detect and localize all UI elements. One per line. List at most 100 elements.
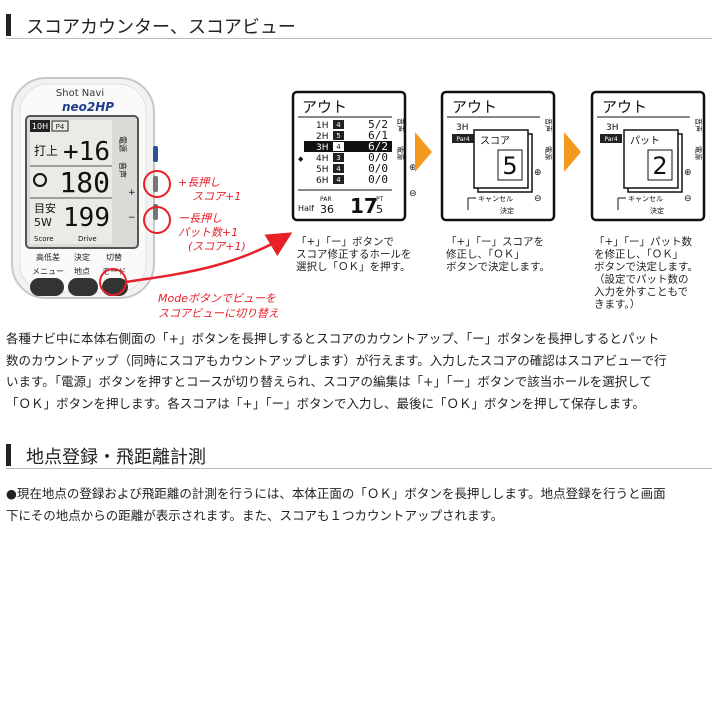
hole-score: 6/1	[368, 129, 388, 142]
screen-side-label: 電源	[396, 146, 405, 160]
score-value: 5	[502, 152, 517, 180]
half-label: Half	[298, 204, 314, 213]
par-value: 5	[336, 132, 340, 140]
device-row-label: 打上	[34, 144, 58, 158]
screen-side-label: 電源	[544, 146, 553, 160]
caption-line: 修正し、「ＯＫ」	[446, 248, 525, 261]
par-badge	[333, 153, 344, 162]
screen-side-label: 音声	[396, 118, 405, 132]
screen-side-label: 音声	[694, 118, 703, 132]
minus-annotation: (スコア+1)	[188, 240, 246, 253]
hole-score: 0/0	[368, 173, 388, 186]
mode-annotation: Modeボタンでビューを	[158, 292, 276, 305]
screen-minus: ⊖	[684, 194, 692, 204]
device-row-value: +16	[63, 137, 110, 167]
caption-line: 「+」「ー」スコアを	[446, 236, 544, 248]
screen-side-label: 音声	[544, 118, 553, 132]
screen-minus: ⊖	[409, 189, 417, 199]
putt-box-label: パット	[630, 135, 660, 147]
score-description: 各種ナビ中に本体右側面の「+」ボタンを長押しするとスコアのカウントアップ、「ー」…	[6, 328, 712, 414]
device-button-label: 決定	[74, 252, 90, 262]
screen-title: アウト	[452, 98, 497, 116]
par-value: 36	[320, 203, 334, 216]
strokes-total: 17	[350, 194, 378, 218]
paragraph-line: います。「電源」ボタンを押すとコースが切り替えられ、スコアの編集は「+」「ー」ボ…	[6, 374, 652, 389]
cancel-label: キャンセル	[628, 195, 663, 203]
par-badge	[333, 175, 344, 184]
paragraph-line: 数のカウントアップ（同時にスコアもカウントアップします）が行えます。入力したスコ…	[6, 352, 667, 368]
device-row-value: 180	[59, 166, 110, 199]
paragraph-line: ●現在地点の登録および飛距離の計測を行うには、本体正面の「ＯＫ」ボタンを長押しし…	[6, 486, 666, 501]
score-edit-screen: アウト 3H Par4 スコア 5 キャンセル 決定 音声 電源 ⊕ ⊖	[440, 90, 556, 222]
minus-annotation: パット数+1	[178, 226, 238, 239]
device-row-sub: 5W	[34, 216, 52, 229]
side-power-button[interactable]	[153, 146, 158, 162]
caption-line: ボタンで決定します。	[446, 260, 550, 273]
device-button-label: 高低差	[36, 252, 60, 262]
location-description: ●現在地点の登録および飛距離の計測を行うには、本体正面の「ＯＫ」ボタンを長押しし…	[6, 483, 712, 526]
caption-line: きます。）	[594, 299, 640, 311]
par-value: 4	[336, 165, 341, 173]
section-title: スコアカウンター、スコアビュー	[26, 17, 296, 38]
caption-line: 入力を外すこともで	[594, 285, 688, 298]
caption-line: ボタンで決定します。	[594, 260, 698, 273]
putt-value: 2	[652, 152, 667, 180]
screen-hole: 3H	[606, 123, 619, 133]
paragraph-line: 「ＯＫ」ボタンを押します。各スコアは「+」「ー」ボタンで入力し、最後に「ＯＫ」ボ…	[6, 395, 645, 411]
ok-label: 決定	[650, 206, 664, 215]
screen-hole: 3H	[456, 123, 469, 133]
mode-annotation: スコアビューに切り替え	[158, 307, 279, 320]
golf-gps-device: Shot Navi neo2HP 10H P4 打上 +16 180 目安 5W…	[11, 77, 158, 299]
orange-arrow	[564, 132, 581, 172]
plus-highlight-circle	[143, 170, 171, 198]
screen-minus: ⊖	[534, 194, 542, 204]
screen-side-label: 電源	[694, 146, 703, 160]
ok-label: 決定	[500, 206, 514, 215]
device-side-label: 音声	[118, 162, 128, 178]
section-header-score: スコアカウンター、スコアビュー	[6, 8, 712, 39]
hole-label[interactable]: 1H	[316, 121, 329, 131]
par-label: PAR	[320, 196, 332, 203]
screen-title: アウト	[602, 98, 647, 116]
screen-plus: ⊕	[409, 163, 417, 173]
minus-annotation: ー長押し	[178, 212, 222, 225]
par-value: 4	[336, 143, 341, 151]
hole-label[interactable]: 3H	[316, 143, 329, 153]
device-row-label: 目安	[34, 201, 56, 215]
flag-icon	[33, 173, 47, 187]
device-row-value: 199	[63, 203, 110, 233]
putt-edit-screen: アウト 3H Par4 パット 2 キャンセル 決定 音声 電源 ⊕ ⊖	[590, 90, 706, 222]
menu-button[interactable]	[30, 278, 64, 296]
device-button-label: モード	[102, 267, 126, 276]
cancel-label: キャンセル	[478, 195, 513, 203]
section-marker	[6, 444, 11, 466]
hole-label[interactable]: 2H	[316, 132, 329, 142]
device-score-label: Score	[34, 235, 54, 243]
hole-label[interactable]: 5H	[316, 165, 329, 175]
hole-score: 0/0	[368, 151, 388, 164]
par-badge	[333, 164, 344, 173]
par-value: 3	[336, 154, 340, 162]
device-drive-label: Drive	[78, 235, 97, 243]
device-button-label: 切替	[106, 252, 122, 262]
hole-score: 0/0	[368, 162, 388, 175]
device-button-label: 地点	[74, 266, 90, 276]
device-model: neo2HP	[62, 100, 114, 114]
caption-line: （設定でパット数の	[594, 273, 689, 286]
hole-label[interactable]: 6H	[316, 176, 329, 186]
score-illustration: Shot Navi neo2HP 10H P4 打上 +16 180 目安 5W…	[11, 77, 706, 320]
pt-value: 5	[376, 203, 383, 216]
device-hole: 10H	[32, 122, 48, 131]
plus-annotation: +長押し	[178, 176, 220, 189]
side-plus-button[interactable]	[153, 176, 158, 192]
ok-button[interactable]	[68, 278, 98, 296]
minus-highlight-circle	[143, 206, 171, 234]
hole-label[interactable]: 4H	[316, 154, 329, 164]
section-marker	[6, 14, 11, 36]
caption-line: スコア修正するホールを	[296, 248, 412, 261]
caption-line: を修正し、「ＯＫ」	[594, 248, 683, 261]
minus-symbol: −	[128, 213, 136, 223]
score-box-label: スコア	[480, 136, 510, 147]
screen-plus: ⊕	[684, 168, 692, 178]
